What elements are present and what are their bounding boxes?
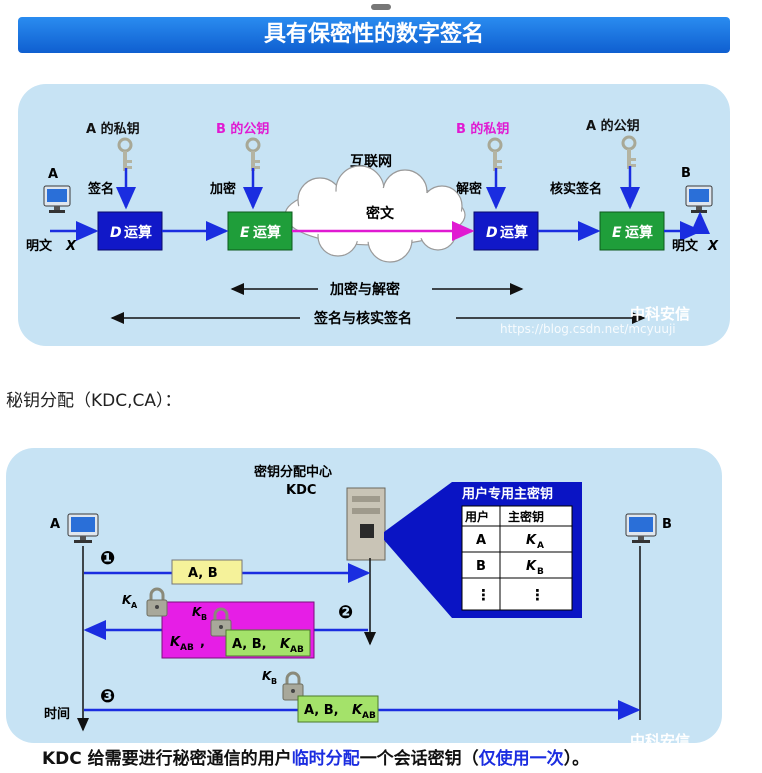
b-public-key-label: B 的公钥: [216, 121, 269, 137]
computer-a-icon: [43, 185, 71, 214]
table-cell-user: B: [476, 559, 486, 574]
summary-part2: 临时分配: [291, 749, 360, 769]
key-icon: [487, 137, 504, 173]
message-2-inner-box: [225, 629, 311, 657]
session-key-label: K: [170, 635, 181, 650]
svg-text:E: E: [612, 225, 622, 241]
table-cell-key-sub: B: [537, 567, 544, 577]
d-operation-box-1: D 运算: [97, 211, 163, 251]
enc-dec-label: 加密与解密: [329, 281, 400, 298]
plaintext-left-x: X: [65, 239, 77, 254]
table-cell-user: A: [476, 533, 486, 548]
node-b-label: B: [681, 166, 691, 181]
summary-part5: ）。: [563, 749, 590, 769]
kdc-diagram: A B 密钥分配中心 KDC 用户专用主密钥 用户 主密钥 A K A B K …: [44, 464, 672, 732]
message-1-text: A, B: [188, 566, 218, 581]
sign-verify-label: 签名与核实签名: [313, 310, 412, 327]
svg-text:D: D: [486, 225, 498, 241]
summary-part3: 一个会话密钥（: [359, 749, 479, 769]
table-cell-key: K: [526, 533, 537, 548]
lock-icon: [145, 587, 169, 618]
session-key-label: K: [280, 637, 291, 652]
table-cell-user: ⋮: [476, 586, 491, 604]
decrypt-label: 解密: [455, 181, 482, 197]
a-private-key-label: A 的私钥: [86, 121, 140, 137]
lock-key-sub: B: [271, 677, 277, 686]
table-header-user: 用户: [464, 509, 489, 524]
computer-a-icon: [67, 513, 99, 544]
summary-part1: KDC 给需要进行秘密通信的用户: [42, 749, 292, 769]
plaintext-right-label: 明文: [672, 238, 699, 254]
step-3-marker: ❸: [100, 686, 115, 707]
message-3-box: [297, 695, 379, 723]
master-key-table: 用户专用主密钥 用户 主密钥 A K A B K B ⋮ ⋮: [452, 482, 582, 618]
kdc-beam: [384, 482, 452, 618]
svg-text:D: D: [110, 225, 122, 241]
session-key-sub: AB: [180, 643, 194, 653]
e-operation-box-1: E 运算: [227, 211, 293, 251]
node-a-label: A: [48, 167, 58, 182]
message-1-box: [171, 559, 243, 585]
session-key-sub: AB: [290, 645, 304, 655]
kdc-label-line2: KDC: [286, 483, 316, 498]
svg-text:E: E: [240, 225, 250, 241]
url-watermark: https://blog.csdn.net/mcyuuji: [500, 322, 676, 336]
computer-b-icon: [625, 513, 657, 544]
svg-text:运算: 运算: [625, 224, 653, 241]
summary-part4: 仅使用一次: [478, 749, 564, 769]
page-title: 具有保密性的数字签名: [18, 17, 730, 53]
comma-text: ,: [200, 635, 205, 650]
d-operation-box-2: D 运算: [473, 211, 539, 251]
lock-key-label: K: [262, 669, 273, 683]
sign-label: 签名: [87, 181, 114, 197]
a-public-key-label: A 的公钥: [586, 118, 640, 134]
table-cell-key-sub: A: [537, 541, 544, 551]
cipher-label: 密文: [365, 205, 395, 222]
message-3-text: A, B,: [304, 703, 339, 718]
svg-text:运算: 运算: [124, 224, 152, 241]
b-private-key-label: B 的私钥: [456, 121, 509, 137]
table-header-key: 主密钥: [508, 509, 544, 524]
plaintext-left-label: 明文: [26, 238, 53, 254]
table-title: 用户专用主密钥: [461, 486, 553, 502]
kdc-server-icon: [346, 487, 386, 561]
table-cell-key: ⋮: [530, 586, 545, 604]
signature-diagram: A B A 的私钥 B 的公钥 B 的私钥 A 的公钥 签名 加密 解密 核实签…: [26, 118, 719, 327]
kdc-node-b-label: B: [662, 517, 672, 532]
message-2-inner-text: A, B,: [232, 637, 267, 652]
encrypt-label: 加密: [209, 181, 236, 197]
kdc-node-a-label: A: [50, 517, 60, 532]
table-cell-key: K: [526, 559, 537, 574]
session-key-sub: AB: [362, 711, 376, 721]
time-label: 时间: [44, 706, 70, 722]
key-icon: [621, 135, 638, 171]
key-icon: [117, 137, 134, 173]
kdc-label-line1: 密钥分配中心: [253, 464, 332, 480]
watermark-bottom: 中科安信: [630, 732, 691, 750]
session-key-label: K: [352, 703, 363, 718]
kdc-summary: KDC 给需要进行秘密通信的用户临时分配一个会话密钥（仅使用一次）。: [42, 744, 589, 769]
title-tab: [371, 4, 391, 10]
lock-key-label: K: [192, 605, 203, 619]
e-operation-box-2: E 运算: [599, 211, 665, 251]
svg-text:运算: 运算: [500, 224, 528, 241]
plaintext-right-x: X: [707, 239, 719, 254]
watermark-top: 中科安信: [630, 305, 691, 323]
key-icon: [245, 137, 262, 173]
lock-key-sub: B: [201, 613, 207, 622]
step-2-marker: ❷: [338, 602, 353, 623]
computer-b-icon: [685, 185, 713, 214]
svg-text:运算: 运算: [253, 224, 281, 241]
kdc-caption: 秘钥分配（KDC,CA）：: [6, 391, 182, 411]
lock-key-label: K: [122, 593, 133, 607]
lock-key-sub: A: [131, 601, 138, 610]
step-1-marker: ❶: [100, 548, 115, 569]
verify-label: 核实签名: [550, 181, 602, 197]
